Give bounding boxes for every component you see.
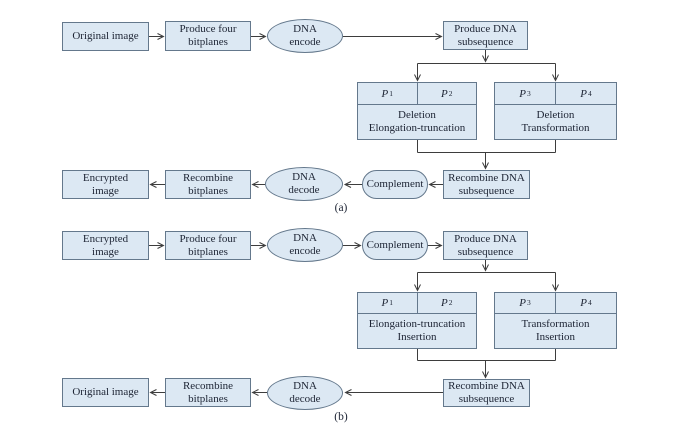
p-letter: P: [519, 297, 526, 309]
node-label-line1: Recombine: [182, 171, 234, 184]
node-label-line2: subsequence: [458, 393, 515, 405]
node-a-recombine-dna-subsequence: Recombine DNA subsequence: [443, 170, 530, 199]
node-label-line1: Produce four: [179, 232, 237, 245]
operation-line2: Elongation-truncation: [368, 122, 466, 134]
node-label-line2: bitplanes: [188, 184, 228, 197]
node-a-original-image: Original image: [62, 22, 149, 51]
table-body: Transformation Insertion: [495, 314, 616, 348]
node-b-dna-decode: DNA decode: [267, 376, 343, 410]
node-a-produce-four-bitplanes: Produce four bitplanes: [165, 21, 251, 51]
node-a-dna-decode: DNA decode: [265, 167, 343, 201]
node-a-complement: Complement: [362, 170, 428, 199]
node-label-line2: encode: [289, 245, 321, 257]
node-label-line1: Recombine DNA: [448, 171, 525, 184]
table-body: Deletion Elongation-truncation: [358, 105, 476, 139]
node-b-recombine-bitplanes: Recombine bitplanes: [165, 378, 251, 407]
node-label-line2: bitplanes: [188, 36, 228, 48]
p-letter: P: [441, 87, 448, 100]
node-label-line1: Produce DNA: [454, 22, 517, 35]
operation-line1: Transformation: [521, 317, 590, 330]
node-label: Complement: [366, 178, 424, 191]
operation-line1: Elongation-truncation: [368, 317, 466, 330]
node-b-original-image: Original image: [62, 378, 149, 407]
table-body: Deletion Transformation: [495, 105, 616, 139]
node-a-produce-dna-subsequence: Produce DNA subsequence: [443, 21, 528, 50]
node-label: Complement: [366, 239, 424, 252]
operation-line2: Insertion: [535, 331, 576, 343]
node-a-recombine-bitplanes: Recombine bitplanes: [165, 170, 251, 199]
node-label-line1: DNA: [292, 171, 316, 184]
node-label-line2: bitplanes: [188, 392, 228, 405]
node-b-produce-dna-subsequence: Produce DNA subsequence: [443, 231, 528, 260]
node-b-produce-four-bitplanes: Produce four bitplanes: [165, 231, 251, 260]
node-label-line2: image: [92, 245, 119, 258]
node-label-line1: Recombine DNA: [448, 380, 525, 393]
node-label-line1: Encrypted: [82, 232, 129, 245]
node-label: Original image: [72, 386, 139, 399]
node-a-dna-encode: DNA encode: [267, 19, 343, 53]
table-body: Elongation-truncation Insertion: [358, 314, 476, 348]
operation-line2: Transformation: [521, 122, 590, 134]
p-letter: P: [519, 87, 526, 100]
p-letter: P: [381, 87, 389, 100]
node-label-line1: Produce four: [179, 23, 237, 36]
p-letter: P: [381, 297, 389, 309]
node-label-line2: bitplanes: [188, 245, 228, 258]
p-letter: P: [580, 87, 587, 100]
node-label-line1: Encrypted: [82, 171, 129, 184]
node-label-line1: Recombine: [182, 379, 234, 392]
node-label-line2: decode: [288, 184, 320, 196]
node-label: Original image: [72, 30, 139, 43]
node-label-line2: subsequence: [457, 245, 514, 258]
connectors-diagram-a: [149, 33, 559, 188]
caption-b: (b): [334, 411, 348, 423]
operation-line1: Deletion: [536, 108, 575, 121]
node-b-recombine-dna-subsequence: Recombine DNA subsequence: [443, 379, 530, 407]
connectors-diagram-b: [149, 242, 559, 396]
operation-line1: Deletion: [398, 108, 436, 121]
p-letter: P: [441, 297, 448, 309]
node-label-line2: encode: [289, 36, 321, 48]
node-label-line2: image: [92, 184, 119, 197]
node-label-line2: subsequence: [458, 184, 515, 197]
p-letter: P: [580, 297, 587, 309]
node-a-encrypted-image: Encrypted image: [62, 170, 149, 199]
node-label-line2: subsequence: [457, 35, 514, 48]
node-label-line1: DNA: [293, 23, 317, 36]
node-label-line2: decode: [289, 393, 321, 405]
node-b-dna-encode: DNA encode: [267, 228, 343, 262]
node-label-line1: DNA: [293, 232, 317, 245]
node-b-complement: Complement: [362, 231, 428, 260]
node-label-line1: DNA: [293, 380, 317, 393]
operation-line2: Insertion: [397, 331, 437, 343]
node-b-encrypted-image: Encrypted image: [62, 231, 149, 260]
caption-a: (a): [334, 202, 348, 214]
node-label-line1: Produce DNA: [454, 232, 517, 245]
